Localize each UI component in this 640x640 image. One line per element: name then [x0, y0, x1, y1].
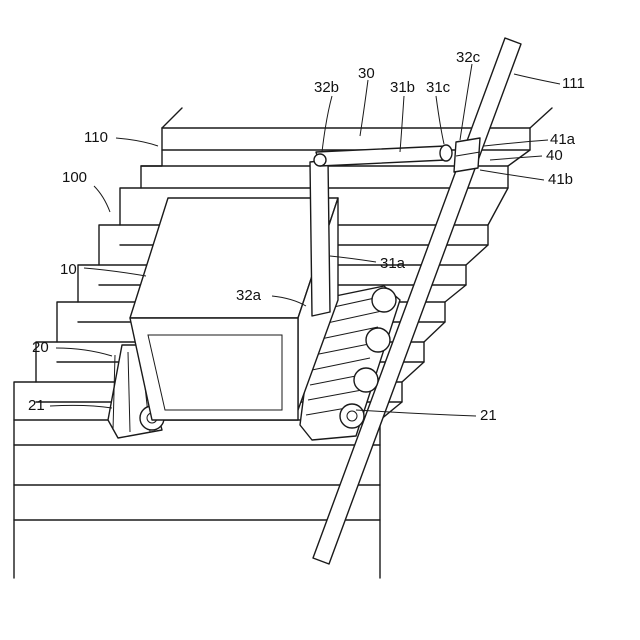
label-arm-end: 31c [426, 79, 451, 96]
label-arm-upper: 31b [390, 79, 415, 96]
label-stairs: 110 [84, 129, 108, 146]
robot-body [130, 198, 338, 420]
label-handrail: 111 [562, 75, 585, 92]
label-joint-a: 32a [236, 287, 262, 304]
label-crawler-left: 21 [28, 397, 45, 414]
label-gripper-top: 41a [550, 131, 576, 148]
label-arm: 30 [358, 65, 375, 82]
label-arm-lower: 31a [380, 255, 406, 272]
label-joint-b: 32b [314, 79, 339, 96]
label-gripper: 40 [546, 147, 563, 164]
label-crawler: 20 [32, 339, 49, 356]
label-gripper-bottom: 41b [548, 171, 573, 188]
label-crawler-right: 21 [480, 407, 497, 424]
label-body: 10 [60, 261, 77, 278]
label-robot: 100 [62, 169, 87, 186]
label-joint-c: 32c [456, 49, 481, 66]
